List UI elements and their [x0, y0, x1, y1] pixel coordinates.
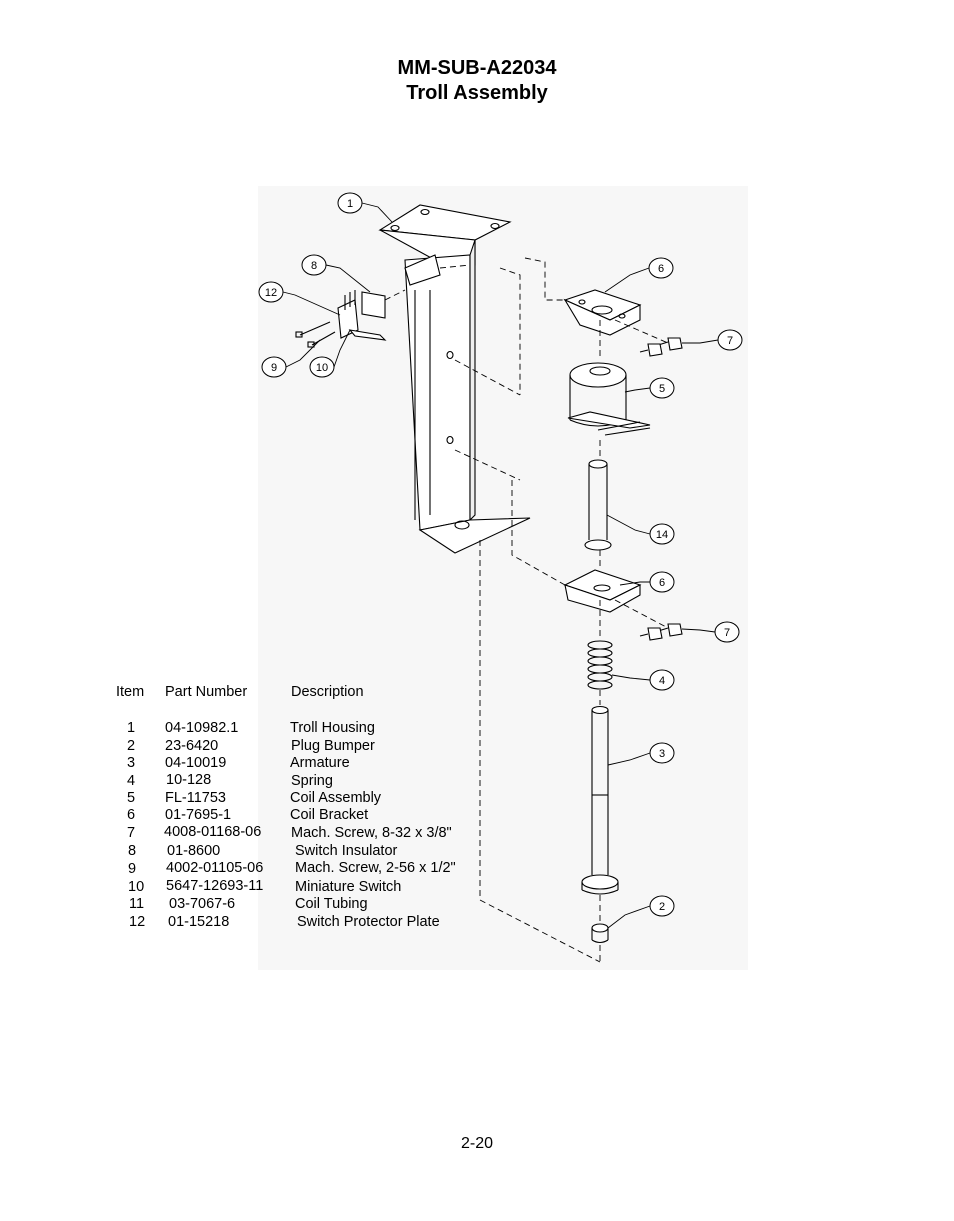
coil-bracket-upper-part: [563, 289, 642, 336]
row-item: 8: [128, 843, 137, 859]
callout-number: 6: [659, 577, 665, 589]
callout-number: 7: [724, 627, 730, 639]
callout-balloons: 1 8 12 9 10 6 7 5 14 6 7 4 3 2: [258, 192, 743, 929]
troll-housing-part: [378, 204, 531, 554]
row-item: 5: [127, 790, 136, 806]
armature-part: [581, 705, 619, 895]
row-part-number: FL-11753: [165, 790, 226, 806]
row-part-number: 5647-12693-11: [166, 878, 264, 894]
callout-number: 14: [656, 529, 668, 541]
row-part-number: 04-10982.1: [165, 720, 239, 736]
row-item: 9: [128, 861, 137, 877]
part-code-title: MM-SUB-A22034: [397, 57, 557, 79]
row-item: 3: [127, 755, 136, 771]
callout-number: 7: [727, 335, 733, 347]
callout-number: 8: [311, 260, 317, 272]
callout-number: 1: [347, 198, 353, 210]
callout-number: 2: [659, 901, 665, 913]
row-part-number: 01-7695-1: [165, 807, 232, 823]
switch-parts: [295, 290, 387, 348]
row-part-number: 01-15218: [168, 914, 230, 930]
coil-tubing-part: [584, 459, 612, 551]
exploded-assembly-drawing: 1 8 12 9 10 6 7 5 14 6 7 4 3 2: [258, 186, 748, 970]
callout-number: 12: [265, 287, 277, 299]
row-item: 1: [127, 720, 136, 736]
coil-assembly-part: [567, 362, 651, 436]
row-part-number: 01-8600: [167, 843, 221, 859]
row-part-number: 10-128: [166, 772, 212, 788]
row-part-number: 4008-01168-06: [164, 824, 262, 840]
row-item: 6: [127, 807, 136, 823]
callout-number: 3: [659, 748, 665, 760]
assembly-lines: [384, 257, 669, 965]
row-part-number: 4002-01105-06: [166, 860, 264, 876]
row-part-number: 04-10019: [165, 755, 227, 771]
row-item: 10: [128, 879, 145, 895]
coil-bracket-lower-part: [563, 569, 642, 613]
row-item: 7: [127, 825, 136, 841]
callout-number: 9: [271, 362, 277, 374]
screws-item-7: [639, 337, 683, 641]
row-part-number: 23-6420: [165, 738, 219, 754]
row-item: 11: [129, 896, 145, 912]
header-item: Item: [116, 684, 145, 700]
row-item: 4: [127, 773, 136, 789]
spring-part: [587, 640, 613, 690]
header-part-number: Part Number: [165, 684, 248, 700]
row-item: 2: [127, 738, 136, 754]
callout-number: 4: [659, 675, 665, 687]
page-number: 2-20: [460, 1135, 494, 1152]
callout-number: 6: [658, 263, 664, 275]
assembly-title: Troll Assembly: [406, 82, 548, 104]
callout-number: 5: [659, 383, 665, 395]
row-part-number: 03-7067-6: [169, 896, 236, 912]
row-item: 12: [129, 914, 146, 930]
callout-number: 10: [316, 362, 328, 374]
